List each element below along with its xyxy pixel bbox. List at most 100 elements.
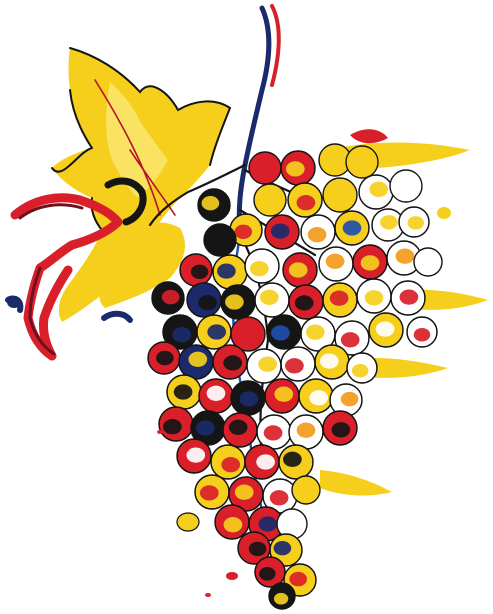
grape-berry [194,474,230,510]
grape-berry-paint-accent [399,289,419,305]
grape-berry [212,344,248,380]
grape-berry-body [413,247,443,277]
grape-berry-outline [268,582,296,610]
grape-berry-paint-accent [225,294,244,310]
grape-berry [197,188,231,222]
grape-berry [282,252,318,288]
grape-berry [280,150,316,186]
grape-berry-outline [283,563,317,597]
grape-berry-paint-accent [258,356,277,372]
splatter-yellow-left [176,512,200,532]
leaf-lower-fill [99,222,185,308]
grape-berry [314,344,350,380]
grape-berry [176,438,212,474]
grape-berry [389,169,423,203]
grape-berry-paint-accent [163,419,182,435]
grape-berry [166,374,202,410]
grape-berry-outline [406,316,438,348]
grape-berry-paint-accent [309,390,329,406]
grape-berry-paint-accent [305,324,325,340]
grape-berry [280,346,316,382]
grape-berry-outline [151,281,185,315]
grape-berry-outline [264,214,300,250]
grape-berry [256,414,292,450]
leaf-yellow-highlight [106,82,168,198]
grape-berry [298,378,334,414]
grape-berry-paint-accent [228,419,248,435]
grape-berry [222,412,258,448]
grape-berry [178,344,214,380]
grape-berry [230,316,266,352]
grape-berry-paint-accent [285,161,305,177]
leaf-burgundy-edge [18,203,84,356]
grape-berry [147,341,181,375]
grape-berry-paint-accent [325,253,345,269]
grape-berry [334,320,370,356]
grape-berry [179,253,213,287]
stem-navy [236,5,272,238]
grape-berry-body [291,475,321,505]
grape-berry [291,475,321,505]
grape-berry-paint-accent [375,321,395,337]
grape-berry-paint-accent [256,454,275,470]
grape-berry-paint-accent [329,290,349,306]
grape-berry [318,246,354,282]
grape-berry-paint-accent [294,295,314,311]
grape-berry-paint-accent [340,391,359,407]
grape-berry-paint-accent [296,195,316,211]
grape-berry-paint-accent [413,327,431,342]
grape-berry-paint-accent [221,457,241,473]
grape-berry-paint-accent [364,290,384,306]
splatter-red-mid [183,448,189,452]
grape-berry [229,213,263,247]
grape-berry [262,478,298,514]
splatter-red-small [205,593,211,597]
grape-berry [368,312,404,348]
grape-berry-outline [346,352,378,384]
grape-berry [322,410,358,446]
grape-berry [398,206,430,238]
grape-berry [356,278,392,314]
grape-berry-outline [197,188,231,222]
grape-berry-paint-accent [249,261,269,277]
grape-berry-paint-accent [217,263,236,279]
grape-berry-outline [334,320,370,356]
paint-splatters [7,296,238,597]
grape-berry-paint-accent [190,264,209,279]
grape-berry-paint-accent [201,196,220,211]
grape-berry-outline [322,410,358,446]
grape-berry-paint-accent [307,227,327,243]
grape-berry-paint-accent [259,567,276,581]
grape-berry [322,282,358,318]
grape-berry-paint-accent [271,325,290,341]
grape-berry [254,282,290,318]
grape-berry-paint-accent [360,255,380,271]
leaf-ink-outline [51,47,232,231]
grape-berry [264,214,300,250]
grape-berry-paint-accent [340,332,360,348]
grape-berry-paint-accent [263,425,283,441]
grape-berry-paint-accent [269,490,289,506]
grape-berry [196,314,232,350]
grape-berry-paint-accent [239,391,259,407]
grape-berry-body [230,316,266,352]
grape-berry-paint-accent [188,351,208,367]
grape-berry-paint-accent [289,571,308,587]
grape-berry-paint-accent [248,541,267,557]
grape-berry [358,174,394,210]
brush-dot [437,207,451,219]
grape-berry-body [322,177,358,213]
grape-berry [288,284,324,320]
grape-berry-paint-accent [296,422,316,438]
leaf-black-edge [104,177,147,226]
brush-stroke-red-top [350,129,388,144]
grape-berry-outline [244,248,280,284]
grape-berry-paint-accent [285,358,304,374]
grape-berry [386,240,422,276]
grape-berry [288,414,324,450]
grape-berry [198,378,234,414]
grape-berry [300,214,336,250]
grape-berry-paint-accent [234,484,254,500]
grape-berry [246,348,282,384]
grape-berry-paint-accent [273,592,289,605]
